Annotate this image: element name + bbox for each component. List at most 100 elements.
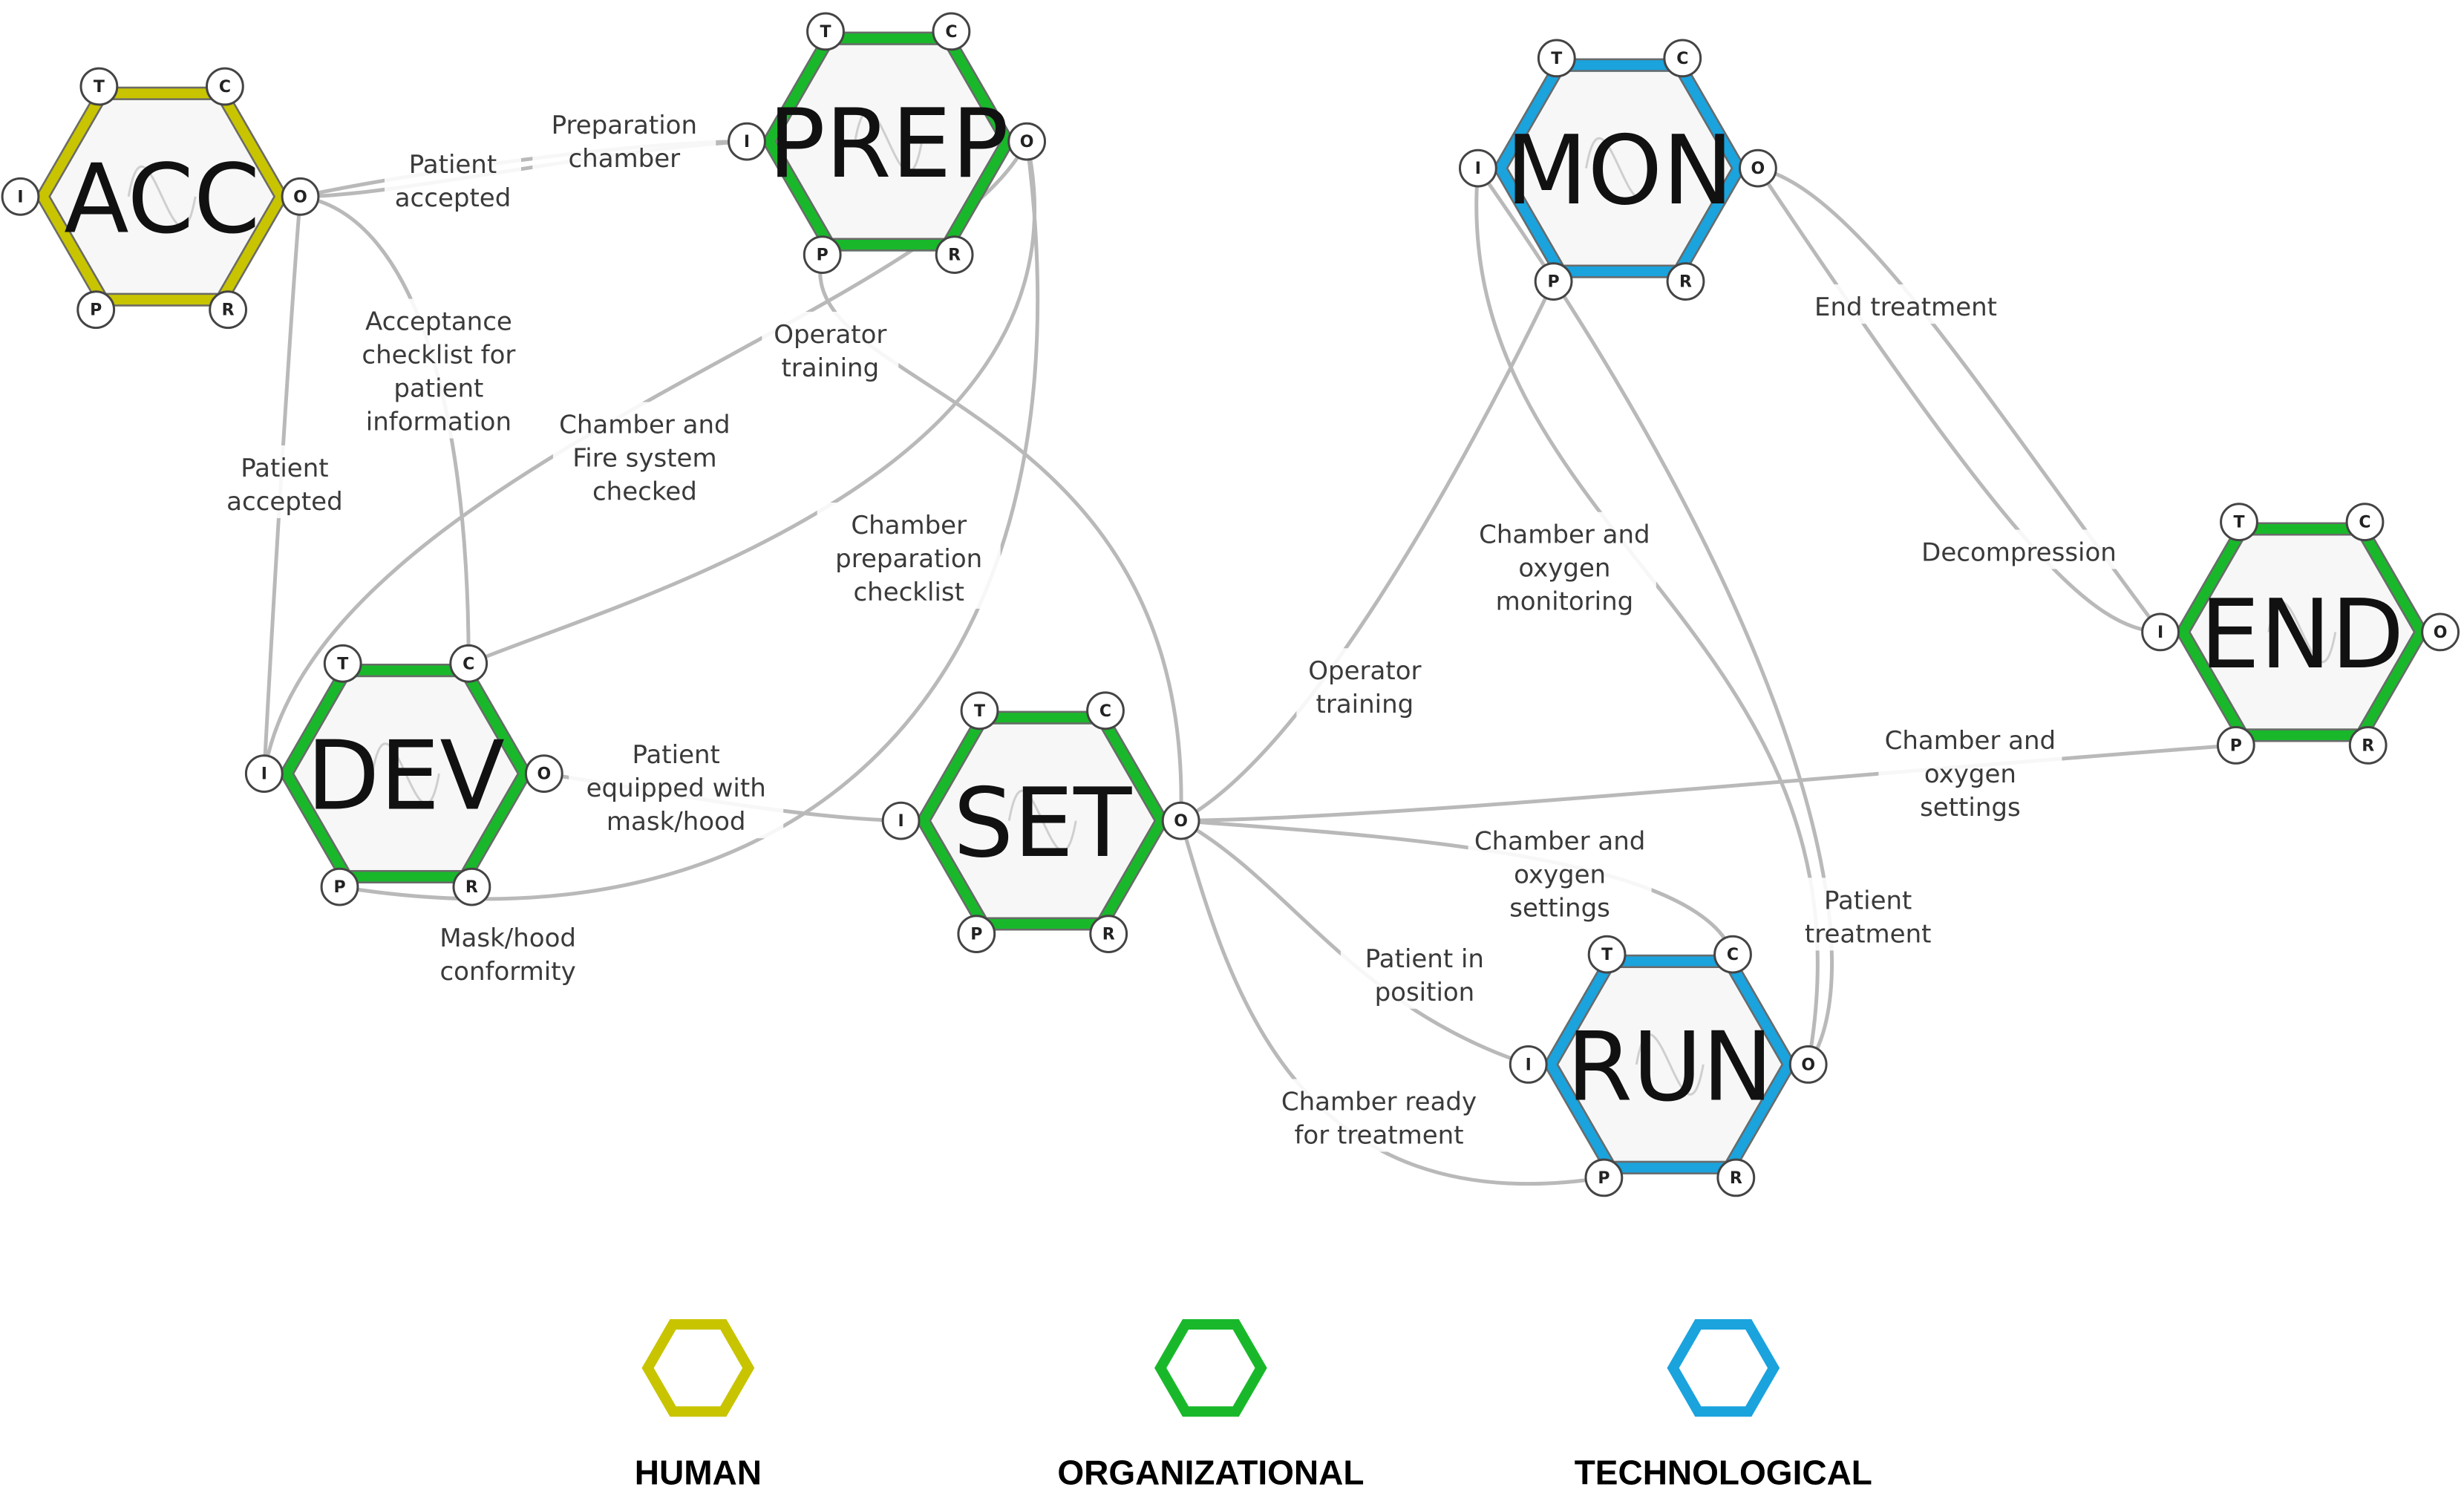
function-name: RUN <box>1566 1012 1773 1122</box>
coupling-label-line: oxygen <box>1514 860 1606 890</box>
aspect-letter: I <box>744 133 750 151</box>
aspect-letter: P <box>90 301 102 320</box>
aspect-mon-I[interactable]: I <box>1459 148 1497 188</box>
aspect-set-R[interactable]: R <box>1089 915 1128 953</box>
aspect-letter: C <box>945 23 957 42</box>
aspect-prep-O[interactable]: O <box>1007 122 1046 161</box>
aspect-mon-P[interactable]: P <box>1534 262 1573 301</box>
aspect-set-C[interactable]: C <box>1086 691 1125 730</box>
aspect-letter: O <box>2434 624 2448 642</box>
coupling-label-line: Operator <box>1308 656 1421 686</box>
aspect-run-R[interactable]: R <box>1716 1158 1756 1197</box>
aspect-acc-T[interactable]: T <box>79 67 119 106</box>
aspect-mon-T[interactable]: T <box>1537 39 1576 78</box>
aspect-end-P[interactable]: P <box>2216 726 2255 765</box>
coupling-label-line: equipped with <box>586 774 766 803</box>
aspect-acc-I[interactable]: I <box>1 177 40 216</box>
coupling-label-line: information <box>366 408 512 437</box>
aspect-set-O[interactable]: O <box>1161 801 1200 840</box>
coupling-label-line: Chamber ready <box>1281 1088 1477 1117</box>
coupling-e7 <box>818 254 1183 821</box>
aspect-run-I[interactable]: I <box>1509 1045 1548 1084</box>
aspect-circle <box>1587 935 1627 974</box>
coupling-label-bg <box>817 503 1001 609</box>
aspect-dev-R[interactable]: R <box>452 867 491 906</box>
aspect-prep-T[interactable]: T <box>806 12 845 51</box>
aspect-dev-C[interactable]: C <box>449 644 488 683</box>
aspect-letter: T <box>820 23 831 42</box>
aspect-dev-T[interactable]: T <box>323 644 362 683</box>
function-prep[interactable]: PREP T C I O P R <box>728 12 1046 275</box>
aspect-acc-O[interactable]: O <box>281 177 320 216</box>
function-name: PREP <box>768 89 1009 200</box>
coupling-e16 <box>1476 167 1834 1066</box>
aspect-dev-O[interactable]: O <box>524 754 563 793</box>
coupling-label-line: Mask/hood <box>439 924 576 953</box>
aspect-prep-P[interactable]: P <box>803 235 842 275</box>
aspect-prep-I[interactable]: I <box>728 122 766 161</box>
aspect-mon-R[interactable]: R <box>1666 262 1705 301</box>
coupling-label-line: patient <box>393 374 483 404</box>
aspect-prep-C[interactable]: C <box>932 12 971 51</box>
aspect-circle <box>2421 612 2460 652</box>
coupling-label-bg <box>762 311 899 385</box>
aspect-letter: T <box>1601 946 1612 964</box>
coupling-label-bg <box>424 915 592 989</box>
aspect-run-C[interactable]: C <box>1713 935 1752 974</box>
aspect-circle <box>1089 915 1128 953</box>
aspect-end-C[interactable]: C <box>2345 503 2385 542</box>
aspect-end-R[interactable]: R <box>2348 726 2388 765</box>
aspect-circle <box>209 290 248 330</box>
aspect-circle <box>206 67 244 106</box>
aspect-circle <box>1534 262 1573 301</box>
aspect-circle <box>960 691 999 730</box>
function-run[interactable]: RUN T C I O P R <box>1509 935 1828 1197</box>
aspect-run-P[interactable]: P <box>1584 1158 1624 1197</box>
coupling-label-line: Patient <box>241 454 328 483</box>
aspect-letter: T <box>974 702 985 721</box>
aspect-circle <box>2141 612 2180 652</box>
aspect-dev-I[interactable]: I <box>244 754 284 793</box>
aspect-letter: P <box>817 246 829 265</box>
coupling-label-line: Patient <box>1824 886 1912 915</box>
aspect-set-I[interactable]: I <box>881 801 921 840</box>
aspect-mon-C[interactable]: C <box>1663 39 1702 78</box>
aspect-run-O[interactable]: O <box>1788 1045 1828 1084</box>
aspect-set-T[interactable]: T <box>960 691 999 730</box>
coupling-label-bg <box>1296 648 1434 722</box>
legend-item-technological: TECHNOLOGICAL <box>1575 1319 1872 1491</box>
aspect-circle <box>79 67 119 106</box>
aspect-run-T[interactable]: T <box>1587 935 1627 974</box>
coupling-label-line: Chamber and <box>1479 520 1650 550</box>
aspect-circle <box>2220 503 2258 542</box>
aspect-mon-O[interactable]: O <box>1739 148 1777 188</box>
legend-item-human: HUMAN <box>635 1319 762 1491</box>
coupling-label-line: Acceptance <box>365 307 512 337</box>
aspect-end-O[interactable]: O <box>2421 612 2460 652</box>
aspect-acc-C[interactable]: C <box>206 67 244 106</box>
aspect-end-T[interactable]: T <box>2220 503 2258 542</box>
coupling-e14 <box>1180 743 2236 823</box>
aspect-letter: O <box>293 188 307 206</box>
coupling-label-line: treatment <box>1805 919 1932 949</box>
aspect-dev-P[interactable]: P <box>320 867 359 906</box>
aspect-prep-R[interactable]: R <box>935 235 974 275</box>
coupling-label-line: training <box>781 353 879 383</box>
aspect-circle <box>76 290 116 330</box>
aspect-set-P[interactable]: P <box>957 915 996 953</box>
aspect-end-I[interactable]: I <box>2141 612 2180 652</box>
aspect-circle <box>323 644 362 683</box>
aspect-acc-R[interactable]: R <box>209 290 248 330</box>
aspect-circle <box>881 801 921 840</box>
aspect-acc-P[interactable]: P <box>76 290 116 330</box>
aspect-letter: I <box>898 812 904 831</box>
coupling-label-line: Chamber and <box>559 411 731 440</box>
